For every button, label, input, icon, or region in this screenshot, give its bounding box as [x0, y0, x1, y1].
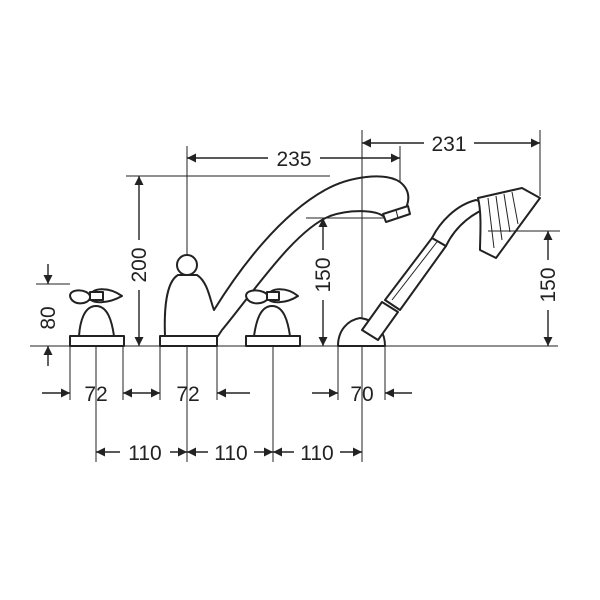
dim-spacing-3: 110 [300, 442, 333, 465]
dim-spout-height: 200 [128, 247, 151, 282]
dim-hand-shower-height: 150 [537, 267, 560, 302]
dim-hand-shower-length: 231 [431, 133, 466, 156]
left-valve [69, 288, 125, 347]
bath-spout [159, 175, 411, 347]
dim-shower-base-width: 70 [350, 383, 373, 406]
right-valve [245, 288, 301, 347]
dim-spacing-1: 110 [128, 442, 161, 465]
dim-spout-length: 235 [276, 148, 311, 171]
dim-spout-opening-height: 150 [312, 257, 335, 292]
hand-shower [337, 187, 541, 347]
dim-spout-base-width: 72 [176, 383, 199, 406]
dim-spacing-2: 110 [214, 442, 247, 465]
dim-handle-height: 80 [37, 306, 60, 329]
dim-handle-width-left: 72 [84, 383, 107, 406]
